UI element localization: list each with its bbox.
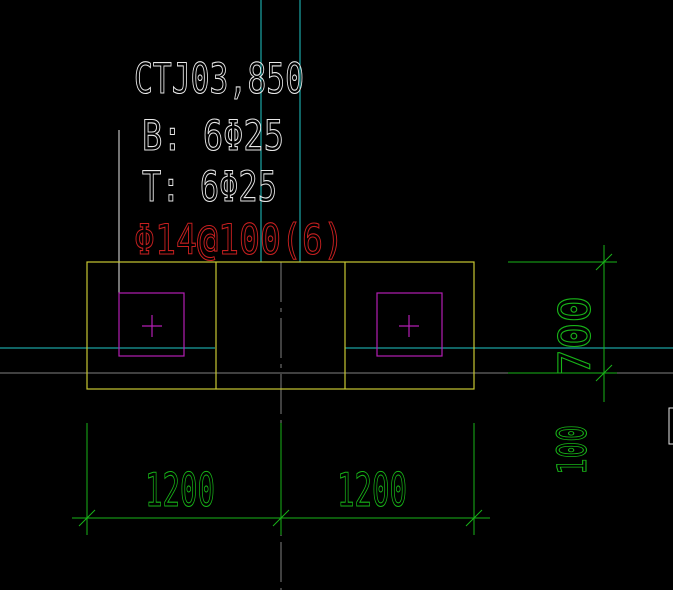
dim-text-width-right: 1200 <box>337 463 407 517</box>
pile-left[interactable] <box>118 292 185 357</box>
dim-text-height: 700 <box>550 296 601 376</box>
vdim-tick-bottom <box>595 364 613 382</box>
vdim-tick-top <box>595 253 613 271</box>
pile-right-outline <box>376 292 443 357</box>
beam-name-text: CTJ03,850 <box>134 54 304 103</box>
axis-lines <box>0 0 673 349</box>
dim-tick-right <box>465 509 483 527</box>
pile-left-outline <box>118 292 185 357</box>
stirrup-text: Φ14@100(6) <box>134 215 344 264</box>
pile-right[interactable] <box>376 292 443 357</box>
dim-tick-left <box>78 509 96 527</box>
bottom-rebar-text: B: 6Φ25 <box>142 111 284 160</box>
dim-text-width-left: 1200 <box>145 463 215 517</box>
dimension-vertical <box>508 245 617 402</box>
edge-bracket-glyph <box>668 407 673 445</box>
beam-label-block[interactable]: CTJ03,850 B: 6Φ25 T: 6Φ25 Φ14@100(6) <box>133 53 344 264</box>
cap-outline <box>86 261 475 390</box>
dimension-horizontal <box>72 423 490 535</box>
dim-text-offset: 100 <box>550 425 596 475</box>
dim-tick-mid <box>272 509 290 527</box>
dimension-texts: 1200 1200 700 100 <box>144 295 601 517</box>
cap-rectangle <box>86 261 475 390</box>
top-rebar-text: T: 6Φ25 <box>142 162 277 211</box>
